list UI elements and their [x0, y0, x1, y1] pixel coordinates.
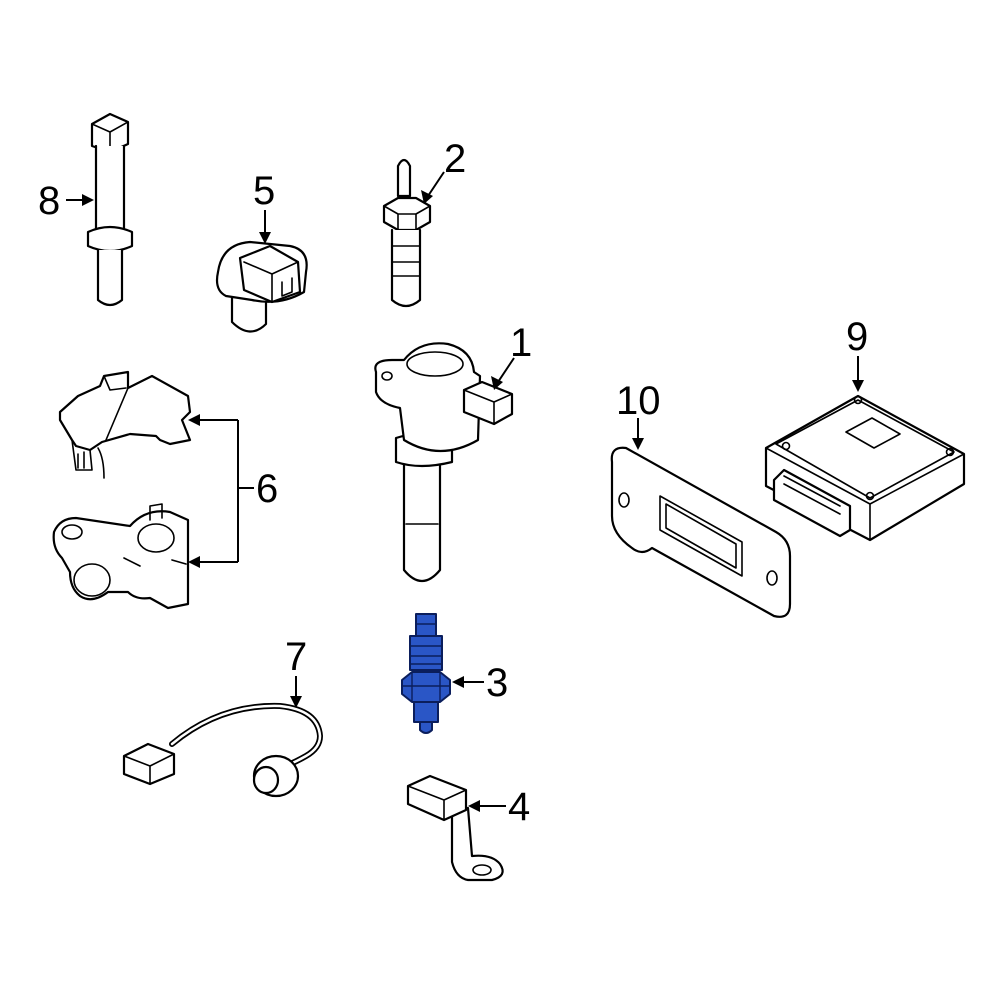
callout-3: 3 [486, 661, 508, 705]
callout-1: 1 [510, 321, 532, 365]
part-9-control-module[interactable] [764, 394, 966, 542]
part-3-spark-plug[interactable] [401, 613, 451, 734]
part-5-position-sensor[interactable] [215, 240, 308, 333]
part-6-sensor-bracket-upper[interactable] [58, 370, 192, 479]
callout-8: 8 [38, 179, 60, 223]
callout-6: 6 [256, 467, 278, 511]
callout-9: 9 [846, 315, 868, 359]
part-7-knock-sensor[interactable] [122, 702, 323, 798]
part-8-sensor-probe[interactable] [86, 112, 134, 307]
part-6-sensor-bracket-lower[interactable] [52, 503, 190, 610]
part-2-stud-sensor[interactable] [382, 158, 432, 308]
part-4-ring-terminal[interactable] [406, 774, 504, 882]
callout-2: 2 [444, 137, 466, 181]
callout-5: 5 [253, 169, 275, 213]
callout-leaders [66, 171, 864, 812]
part-1-ignition-coil[interactable] [374, 342, 514, 583]
part-10-module-bracket[interactable] [610, 446, 792, 618]
callout-10: 10 [616, 379, 661, 423]
callout-7: 7 [285, 635, 307, 679]
callout-4: 4 [508, 785, 530, 829]
